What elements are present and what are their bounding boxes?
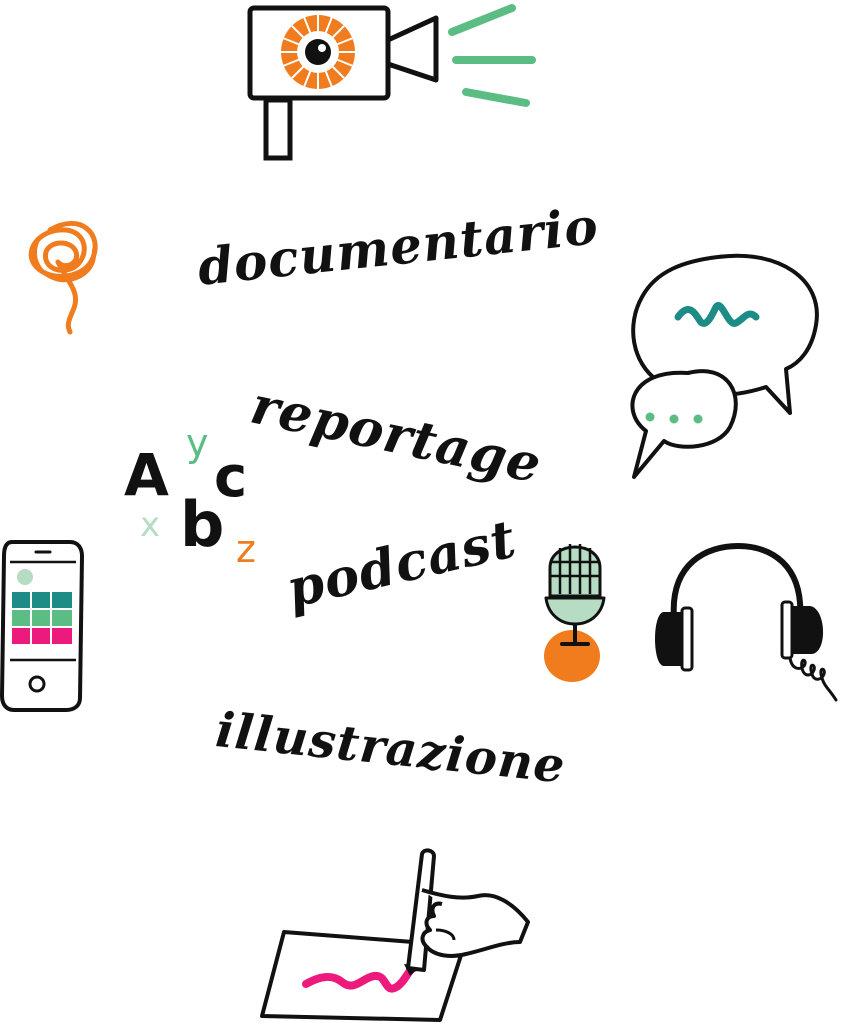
headphones-icon (655, 542, 838, 702)
letter-A: A (124, 441, 169, 509)
speech-bubbles-icon (630, 253, 819, 479)
letter-b: b (180, 488, 225, 561)
letter-z: z (236, 527, 256, 571)
smartphone-icon (0, 540, 85, 712)
word-documentario: documentario (194, 196, 602, 297)
scribble-icon (28, 221, 98, 335)
word-reportage: reportage (245, 374, 547, 496)
letter-c: c (214, 445, 248, 510)
letter-y: y (186, 421, 209, 465)
word-podcast: podcast (281, 508, 522, 621)
letter-x: x (140, 505, 161, 545)
video-camera-icon (247, 4, 536, 161)
hand-drawing-icon (260, 848, 530, 1022)
microphone-icon (544, 544, 606, 682)
word-illustrazione: illustrazione (213, 702, 569, 795)
